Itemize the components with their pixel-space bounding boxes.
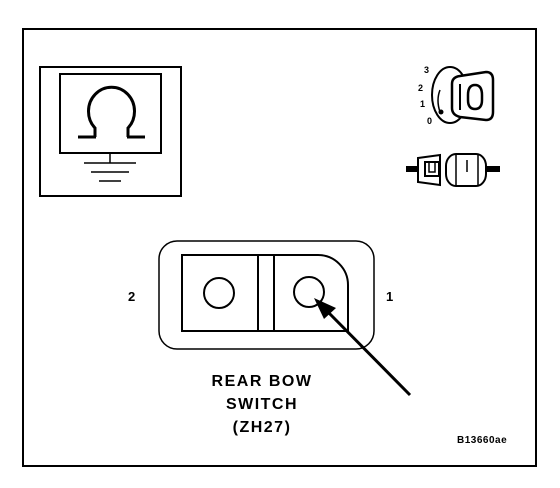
connector-icon <box>406 153 500 187</box>
component-title-line-1: REAR BOW <box>212 373 313 390</box>
figure-id: B13660ae <box>457 435 507 446</box>
key-position-3: 3 <box>424 65 429 75</box>
pin-left-label: 2 <box>128 289 135 304</box>
key-position-0: 0 <box>427 116 432 126</box>
component-title-line-2: SWITCH <box>226 396 298 413</box>
ohmmeter-ground-icon <box>39 66 182 197</box>
key-position-1: 1 <box>420 99 425 109</box>
key-position-2: 2 <box>418 83 423 93</box>
pin-right-label: 1 <box>386 289 393 304</box>
switch-connector <box>158 240 375 350</box>
component-title-line-3: (ZH27) <box>233 419 292 436</box>
pointer-arrow-icon <box>314 298 412 397</box>
pin-2-cavity <box>203 277 235 309</box>
ignition-key-icon: 3 2 1 0 <box>418 65 495 126</box>
